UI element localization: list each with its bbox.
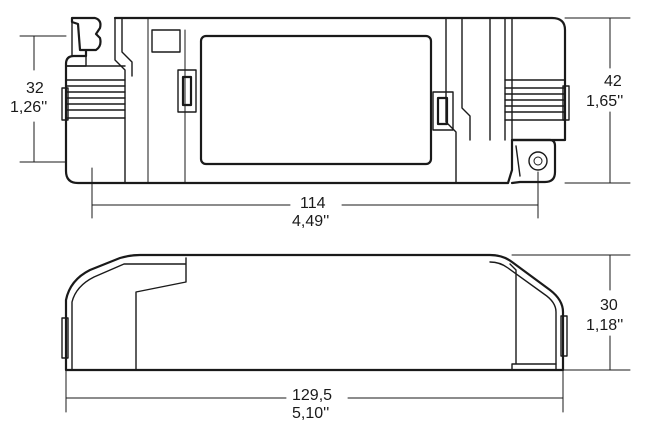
dim-mount-spacing-mm: 114 [300, 195, 326, 212]
side-view: 30 1,18'' 129,5 5,10'' [61, 253, 631, 422]
dim-side-height: 30 1,18'' [511, 254, 631, 371]
side-view-right-clip [509, 263, 557, 371]
left-cable-clamp [61, 65, 126, 121]
dim-length-in: 5,10'' [292, 405, 329, 422]
top-view-housing-outline [64, 16, 567, 185]
dim-mount-spacing: 114 4,49'' [91, 167, 539, 230]
side-view-outline [64, 253, 565, 372]
side-view-left-tab [61, 317, 69, 359]
dim-length: 129,5 5,10'' [65, 369, 564, 422]
dim-height: 42 1,65'' [564, 17, 631, 184]
dim-mount-spacing-in: 4,49'' [292, 213, 329, 230]
label-window [199, 34, 433, 166]
dim-inner-height-in: 1,26'' [10, 99, 47, 116]
right-cable-clamp [504, 79, 570, 121]
dim-height-mm: 42 [604, 73, 622, 90]
dim-height-in: 1,65'' [586, 93, 623, 110]
left-inner-lines [147, 17, 186, 184]
left-inner-block [114, 17, 133, 184]
dim-inner-height-mm: 32 [26, 80, 44, 97]
mounting-hole [528, 151, 548, 171]
left-connector-slot [177, 69, 197, 113]
left-mount-ear [65, 17, 87, 67]
side-view-inner-outline [71, 257, 557, 371]
dim-inner-height: 32 1,26'' [10, 35, 67, 163]
top-view: 32 1,26'' 42 1,65'' 114 4,49'' [10, 16, 631, 230]
dim-side-height-in: 1,18'' [586, 317, 623, 334]
label-square [151, 29, 181, 53]
right-mount-ear [510, 138, 557, 185]
right-inner-structure [445, 17, 513, 184]
right-connector-slot [432, 91, 454, 131]
dim-length-mm: 129,5 [292, 387, 332, 404]
dim-side-height-mm: 30 [600, 297, 618, 314]
side-view-right-tab [560, 315, 568, 357]
